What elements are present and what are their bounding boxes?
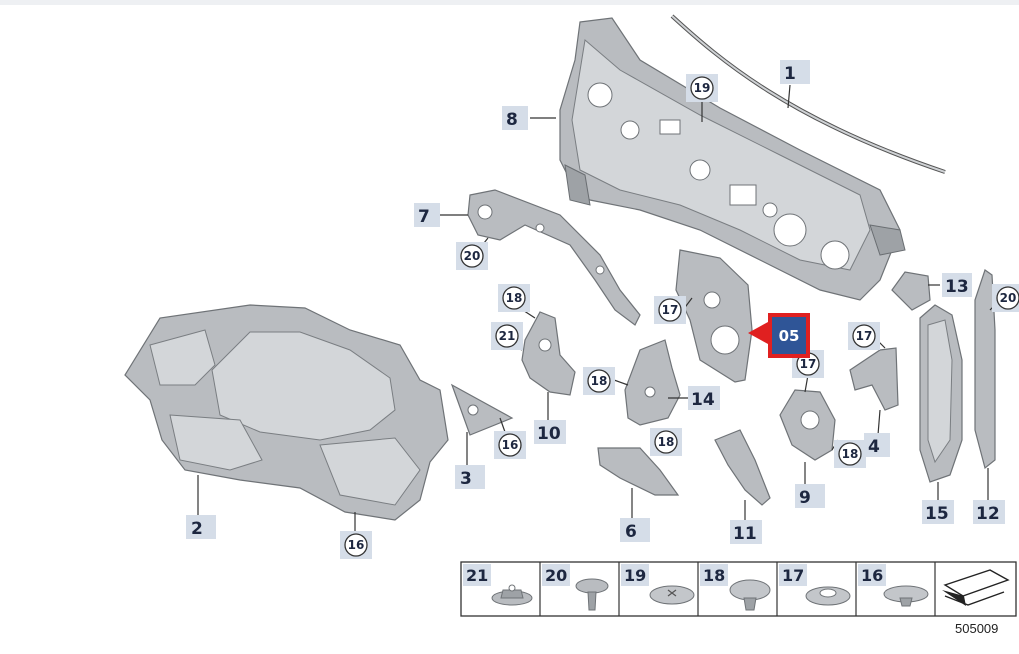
label-1: 1 (780, 60, 810, 84)
svg-text:17: 17 (662, 303, 679, 317)
label-14: 14 (688, 386, 720, 410)
svg-text:18: 18 (842, 447, 859, 461)
svg-text:13: 13 (945, 277, 969, 297)
svg-text:4: 4 (868, 437, 880, 457)
legend-item-16: 16 (858, 564, 929, 607)
svg-text:18: 18 (591, 374, 608, 388)
circled-18-right: 18 (834, 440, 866, 468)
svg-text:21: 21 (466, 566, 488, 585)
svg-text:9: 9 (799, 488, 811, 508)
label-15: 15 (922, 500, 954, 524)
reference-number: 505009 (955, 621, 998, 636)
part-9-bracket (779, 389, 836, 461)
label-12: 12 (973, 500, 1005, 524)
circled-18-mid: 18 (583, 367, 615, 395)
part-12-strip (974, 269, 996, 470)
legend-item-17: 17 (779, 564, 851, 606)
label-8: 8 (502, 106, 528, 130)
svg-text:3: 3 (460, 469, 472, 489)
svg-text:2: 2 (191, 519, 203, 539)
svg-text:19: 19 (624, 566, 646, 585)
svg-text:18: 18 (658, 435, 675, 449)
svg-text:20: 20 (545, 566, 567, 585)
legend-item-19: 19 (621, 564, 695, 605)
part-13-block (891, 271, 931, 311)
svg-text:14: 14 (691, 390, 715, 410)
svg-text:16: 16 (861, 566, 883, 585)
callout-05-marker[interactable]: 05 (748, 313, 810, 358)
svg-text:16: 16 (348, 538, 365, 552)
svg-text:8: 8 (506, 110, 518, 130)
part-5-insulation-panel (675, 249, 753, 383)
part-11-duct (714, 429, 771, 506)
part-3-plate (450, 383, 514, 436)
part-14-bracket (624, 339, 681, 426)
svg-text:19: 19 (694, 81, 711, 95)
circled-17-right: 17 (848, 322, 880, 350)
circled-18-top: 18 (498, 284, 530, 312)
label-2: 2 (186, 515, 216, 539)
top-bar (0, 0, 1019, 5)
svg-text:17: 17 (782, 566, 804, 585)
fastener-legend: 21 20 19 18 17 (460, 561, 1017, 617)
svg-text:17: 17 (800, 357, 817, 371)
svg-text:10: 10 (537, 424, 561, 444)
svg-text:12: 12 (976, 504, 1000, 524)
legend-item-20: 20 (542, 564, 609, 611)
svg-text:05: 05 (779, 327, 800, 345)
label-13: 13 (942, 273, 972, 297)
legend-arrow-icon (942, 569, 1010, 606)
part-6-shield (597, 447, 680, 496)
circled-17-center: 17 (654, 296, 686, 324)
label-4: 4 (864, 433, 890, 457)
svg-text:1: 1 (784, 64, 796, 84)
label-11: 11 (730, 520, 762, 544)
circled-20-right: 20 (992, 284, 1019, 312)
part-15-panel (919, 304, 963, 483)
svg-text:11: 11 (733, 524, 757, 544)
label-7: 7 (414, 203, 440, 227)
circled-19: 19 (686, 74, 718, 102)
part-8-bulkhead (559, 17, 906, 301)
legend-item-21: 21 (463, 564, 533, 606)
part-2-underbody-shield (124, 304, 449, 521)
svg-text:15: 15 (925, 504, 949, 524)
circled-16-bottom: 16 (340, 531, 372, 559)
label-9: 9 (795, 484, 825, 508)
svg-text:20: 20 (1000, 291, 1017, 305)
label-3: 3 (455, 465, 485, 489)
svg-text:6: 6 (625, 522, 637, 542)
circled-20-left: 20 (456, 242, 488, 270)
svg-text:16: 16 (502, 438, 519, 452)
svg-text:7: 7 (418, 207, 430, 227)
svg-text:18: 18 (506, 291, 523, 305)
legend-item-18: 18 (700, 564, 771, 611)
svg-text:21: 21 (499, 329, 516, 343)
label-10: 10 (534, 420, 566, 444)
part-10-bracket (521, 311, 576, 396)
svg-text:18: 18 (703, 566, 725, 585)
svg-text:20: 20 (464, 249, 481, 263)
circled-16-mid: 16 (494, 431, 526, 459)
label-6: 6 (620, 518, 650, 542)
part-7-bracket (467, 189, 641, 326)
part-4-bracket (849, 347, 899, 411)
circled-18-low: 18 (650, 428, 682, 456)
svg-text:17: 17 (856, 329, 873, 343)
circled-21: 21 (491, 322, 523, 350)
